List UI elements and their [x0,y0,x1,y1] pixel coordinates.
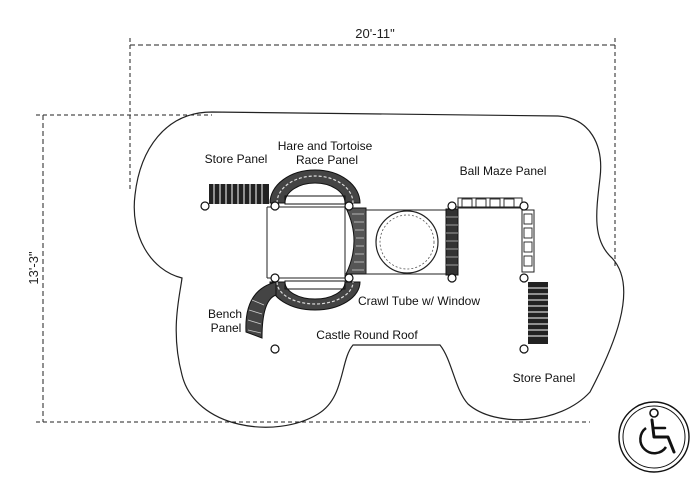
curved-entry-panel [345,207,367,275]
width-dimension: 20'-11" [129,26,616,268]
ball-maze-side-panel [521,209,535,273]
label-bench-line1: Bench [208,307,242,321]
wheelchair-icon [618,401,690,473]
width-label: 20'-11" [355,26,395,41]
post [200,201,210,211]
lower-arc-panel [269,280,361,311]
post [447,273,457,283]
label-castle-roof: Castle Round Roof [316,328,418,342]
label-store-panel-left: Store Panel [205,152,268,166]
crawl-tube [365,209,449,275]
post [447,201,457,211]
depth-label: 13'-3" [26,251,41,285]
label-bench-line2: Panel [211,321,242,335]
post [344,273,354,283]
depth-dimension: 13'-3" [26,114,590,423]
store-panel-left [209,184,269,204]
label-ball-maze: Ball Maze Panel [460,164,547,178]
label-hare-line1: Hare and Tortoise [278,139,373,153]
post [344,201,354,211]
post [270,201,280,211]
label-hare-line2: Race Panel [296,153,358,167]
post [519,201,529,211]
safety-zone-outline [133,111,625,428]
label-store-panel-right: Store Panel [513,371,576,385]
store-panel-right [528,282,548,344]
bench-panel [245,281,277,339]
label-crawl-tube: Crawl Tube w/ Window [358,294,480,308]
post [270,273,280,283]
post [519,273,529,283]
posts [200,201,529,354]
post [519,344,529,354]
post [270,344,280,354]
hare-tortoise-panel [269,169,361,205]
tube-exit-panel [445,208,459,276]
